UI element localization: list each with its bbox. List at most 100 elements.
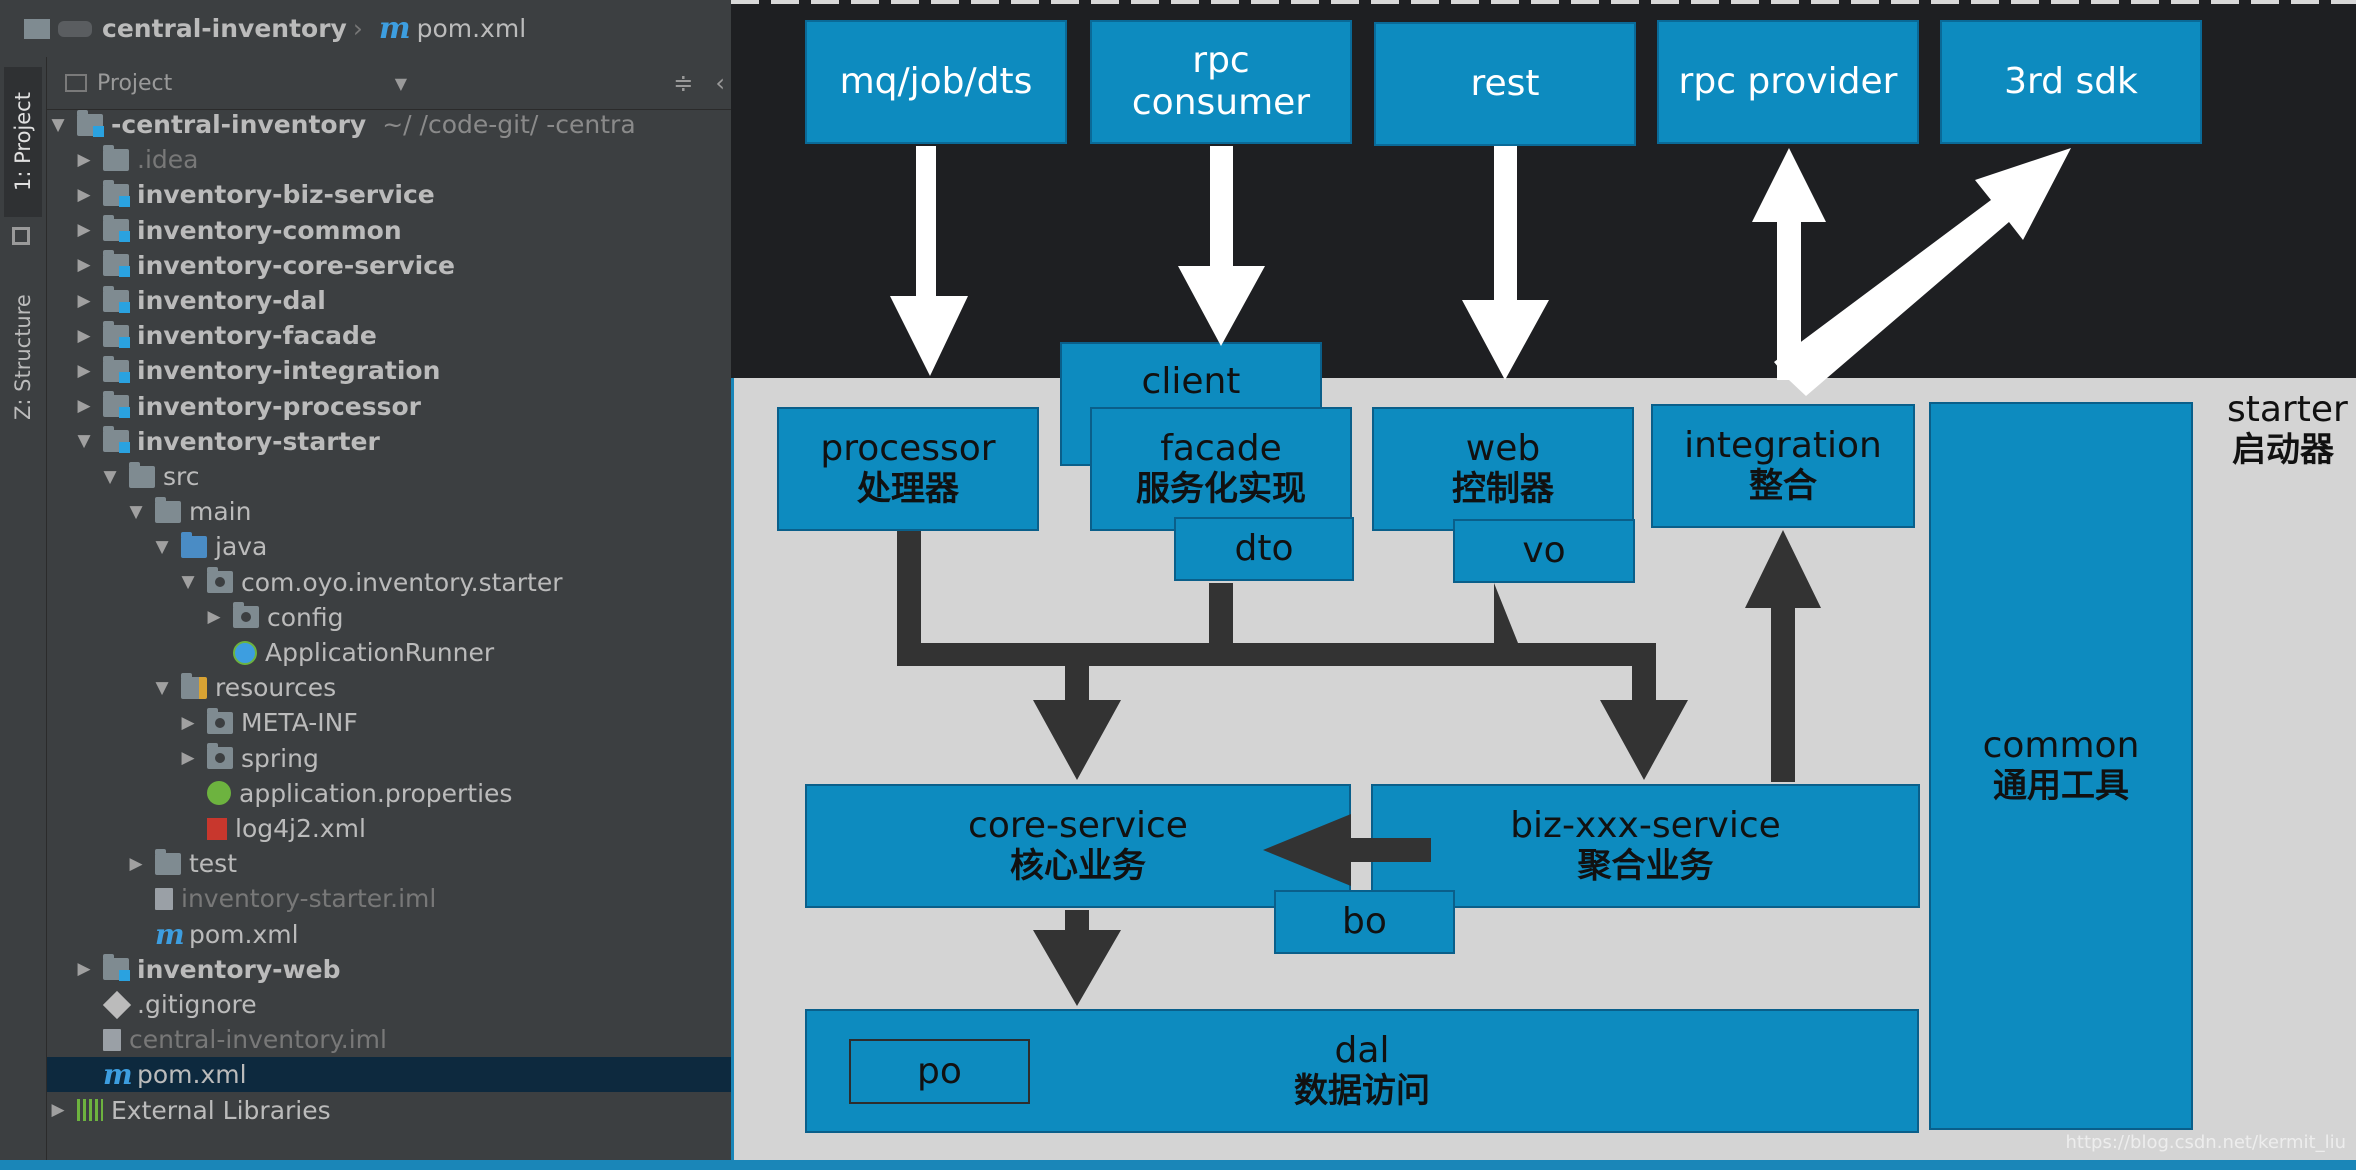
package-icon <box>207 743 233 770</box>
module-folder-icon <box>103 954 130 982</box>
chevron-down-icon[interactable]: ▼ <box>103 466 117 487</box>
rpc-consumer-box: rpc consumer <box>1090 20 1352 144</box>
structure-icon <box>12 227 30 245</box>
tree-item[interactable]: ▶ .idea <box>47 142 731 177</box>
folder-icon <box>24 18 50 39</box>
tree-item[interactable]: .gitignore <box>47 987 731 1022</box>
project-view-label: Project <box>97 70 173 96</box>
tree-item[interactable]: ▶META-INF <box>47 705 731 740</box>
folder-icon <box>103 144 129 171</box>
chevron-down-icon[interactable]: ▼ <box>77 431 91 452</box>
core-service-label: core-service <box>968 805 1188 846</box>
arrow-core-to-dal <box>1033 910 1121 1006</box>
po-box: po <box>849 1039 1030 1104</box>
tree-item[interactable]: application.properties <box>47 776 731 811</box>
tree-item[interactable]: ▼inventory-starter <box>47 424 731 459</box>
facade-label-zh: 服务化实现 <box>1136 469 1306 509</box>
tree-item[interactable]: ▶ inventory-web <box>47 952 731 987</box>
rpc-consumer-label-2: consumer <box>1131 82 1311 123</box>
chevron-right-icon[interactable]: ▶ <box>77 149 91 170</box>
tree-item-label: inventory-web <box>137 954 341 984</box>
tree-item[interactable]: ▶inventory-dal <box>47 283 731 318</box>
breadcrumb-project-label: central-inventory <box>102 14 347 43</box>
biz-service-label: biz-xxx-service <box>1510 805 1781 846</box>
tree-item[interactable]: ▼com.oyo.inventory.starter <box>47 565 731 600</box>
tree-item-label: pom.xml <box>137 1060 247 1090</box>
tree-item[interactable]: ▶test <box>47 846 731 881</box>
arrow-to-core-service <box>1033 666 1121 780</box>
tree-item-label: config <box>267 602 344 632</box>
chevron-right-icon[interactable]: ▶ <box>77 290 91 311</box>
chevron-right-icon[interactable]: ▶ <box>77 959 91 980</box>
chevron-right-icon[interactable]: ▶ <box>77 184 91 205</box>
tab-structure[interactable]: Z: Structure <box>4 277 42 437</box>
tree-item[interactable]: ▼java <box>47 529 731 564</box>
spring-boot-class-icon <box>233 640 257 665</box>
tree-item-label: inventory-common <box>137 215 402 245</box>
tree-item[interactable]: ▼src <box>47 459 731 494</box>
chevron-down-icon[interactable]: ▼ <box>181 572 195 593</box>
tree-item[interactable]: ▼ main <box>47 494 731 529</box>
tab-project[interactable]: 1: Project <box>4 67 42 217</box>
tree-item[interactable]: ▼resources <box>47 670 731 705</box>
folder-icon <box>155 496 181 523</box>
arrow-rpc-to-client <box>1178 146 1265 346</box>
dto-label: dto <box>1234 528 1294 569</box>
breadcrumb-file[interactable]: m pom.xml <box>369 11 526 46</box>
project-view-selector[interactable]: Project ▼ <box>97 71 407 96</box>
tree-item-label: inventory-facade <box>137 321 377 351</box>
mq-label: mq/job/dts <box>839 61 1033 102</box>
maven-icon: m <box>378 11 411 46</box>
chevron-down-icon[interactable]: ▼ <box>155 536 169 557</box>
more-options-icon[interactable]: ‹ <box>715 69 725 97</box>
tree-item[interactable]: ▶ External Libraries <box>47 1093 731 1128</box>
chevron-down-icon[interactable]: ▼ <box>129 501 143 522</box>
tree-item[interactable]: ▶inventory-integration <box>47 353 731 388</box>
chevron-down-icon[interactable]: ▼ <box>51 114 65 135</box>
chevron-right-icon[interactable]: ▶ <box>77 360 91 381</box>
bo-label: bo <box>1342 901 1387 942</box>
tree-item-label: main <box>189 497 252 527</box>
client-label: client <box>1141 361 1241 402</box>
web-label: web <box>1465 428 1541 469</box>
tree-item-label: External Libraries <box>111 1095 331 1125</box>
tree-item[interactable]: ▼-central-inventory~/ /code-git/ -centra <box>47 107 731 142</box>
tree-item[interactable]: ▶inventory-biz-service <box>47 177 731 212</box>
tree-item[interactable]: ▶ inventory-common <box>47 213 731 248</box>
tree-item[interactable]: ▶inventory-core-service <box>47 248 731 283</box>
package-icon <box>207 707 233 734</box>
tree-item[interactable]: ApplicationRunner <box>47 635 731 670</box>
breadcrumb-project[interactable]: central-inventory <box>102 14 347 43</box>
processor-label-zh: 处理器 <box>857 469 959 509</box>
tree-item[interactable]: ▶inventory-processor <box>47 389 731 424</box>
ide-window: central-inventory › m pom.xml 1: Project… <box>0 0 731 1160</box>
chevron-right-icon[interactable]: ▶ <box>181 712 195 733</box>
processor-box: processor 处理器 <box>777 407 1039 531</box>
chevron-right-icon[interactable]: ▶ <box>207 607 221 628</box>
package-icon <box>233 602 259 629</box>
integration-label: integration <box>1684 425 1882 466</box>
chevron-right-icon[interactable]: ▶ <box>77 220 91 241</box>
common-label: common <box>1982 725 2140 766</box>
vo-box: vo <box>1453 519 1635 583</box>
tree-item[interactable]: ▶ inventory-facade <box>47 318 731 353</box>
chevron-right-icon[interactable]: ▶ <box>77 396 91 417</box>
chevron-down-icon[interactable]: ▼ <box>155 677 169 698</box>
facade-box: facade 服务化实现 <box>1090 407 1352 531</box>
tree-item-label: .idea <box>137 145 199 175</box>
arrow-bus-connector <box>897 531 1656 666</box>
tree-item[interactable]: inventory-starter.iml <box>47 881 731 916</box>
tree-item[interactable]: log4j2.xml <box>47 811 731 846</box>
chevron-right-icon[interactable]: ▶ <box>51 1100 65 1121</box>
tree-item[interactable]: central-inventory.iml <box>47 1022 731 1057</box>
chevron-right-icon[interactable]: ▶ <box>129 853 143 874</box>
chevron-right-icon[interactable]: ▶ <box>77 325 91 346</box>
tree-item[interactable]: ▶ config <box>47 600 731 635</box>
chevron-right-icon[interactable]: ▶ <box>181 748 195 769</box>
collapse-all-icon[interactable]: ≑ <box>673 69 694 97</box>
spring-properties-icon <box>207 781 231 806</box>
tree-item[interactable]: ▶spring <box>47 741 731 776</box>
chevron-right-icon[interactable]: ▶ <box>77 255 91 276</box>
